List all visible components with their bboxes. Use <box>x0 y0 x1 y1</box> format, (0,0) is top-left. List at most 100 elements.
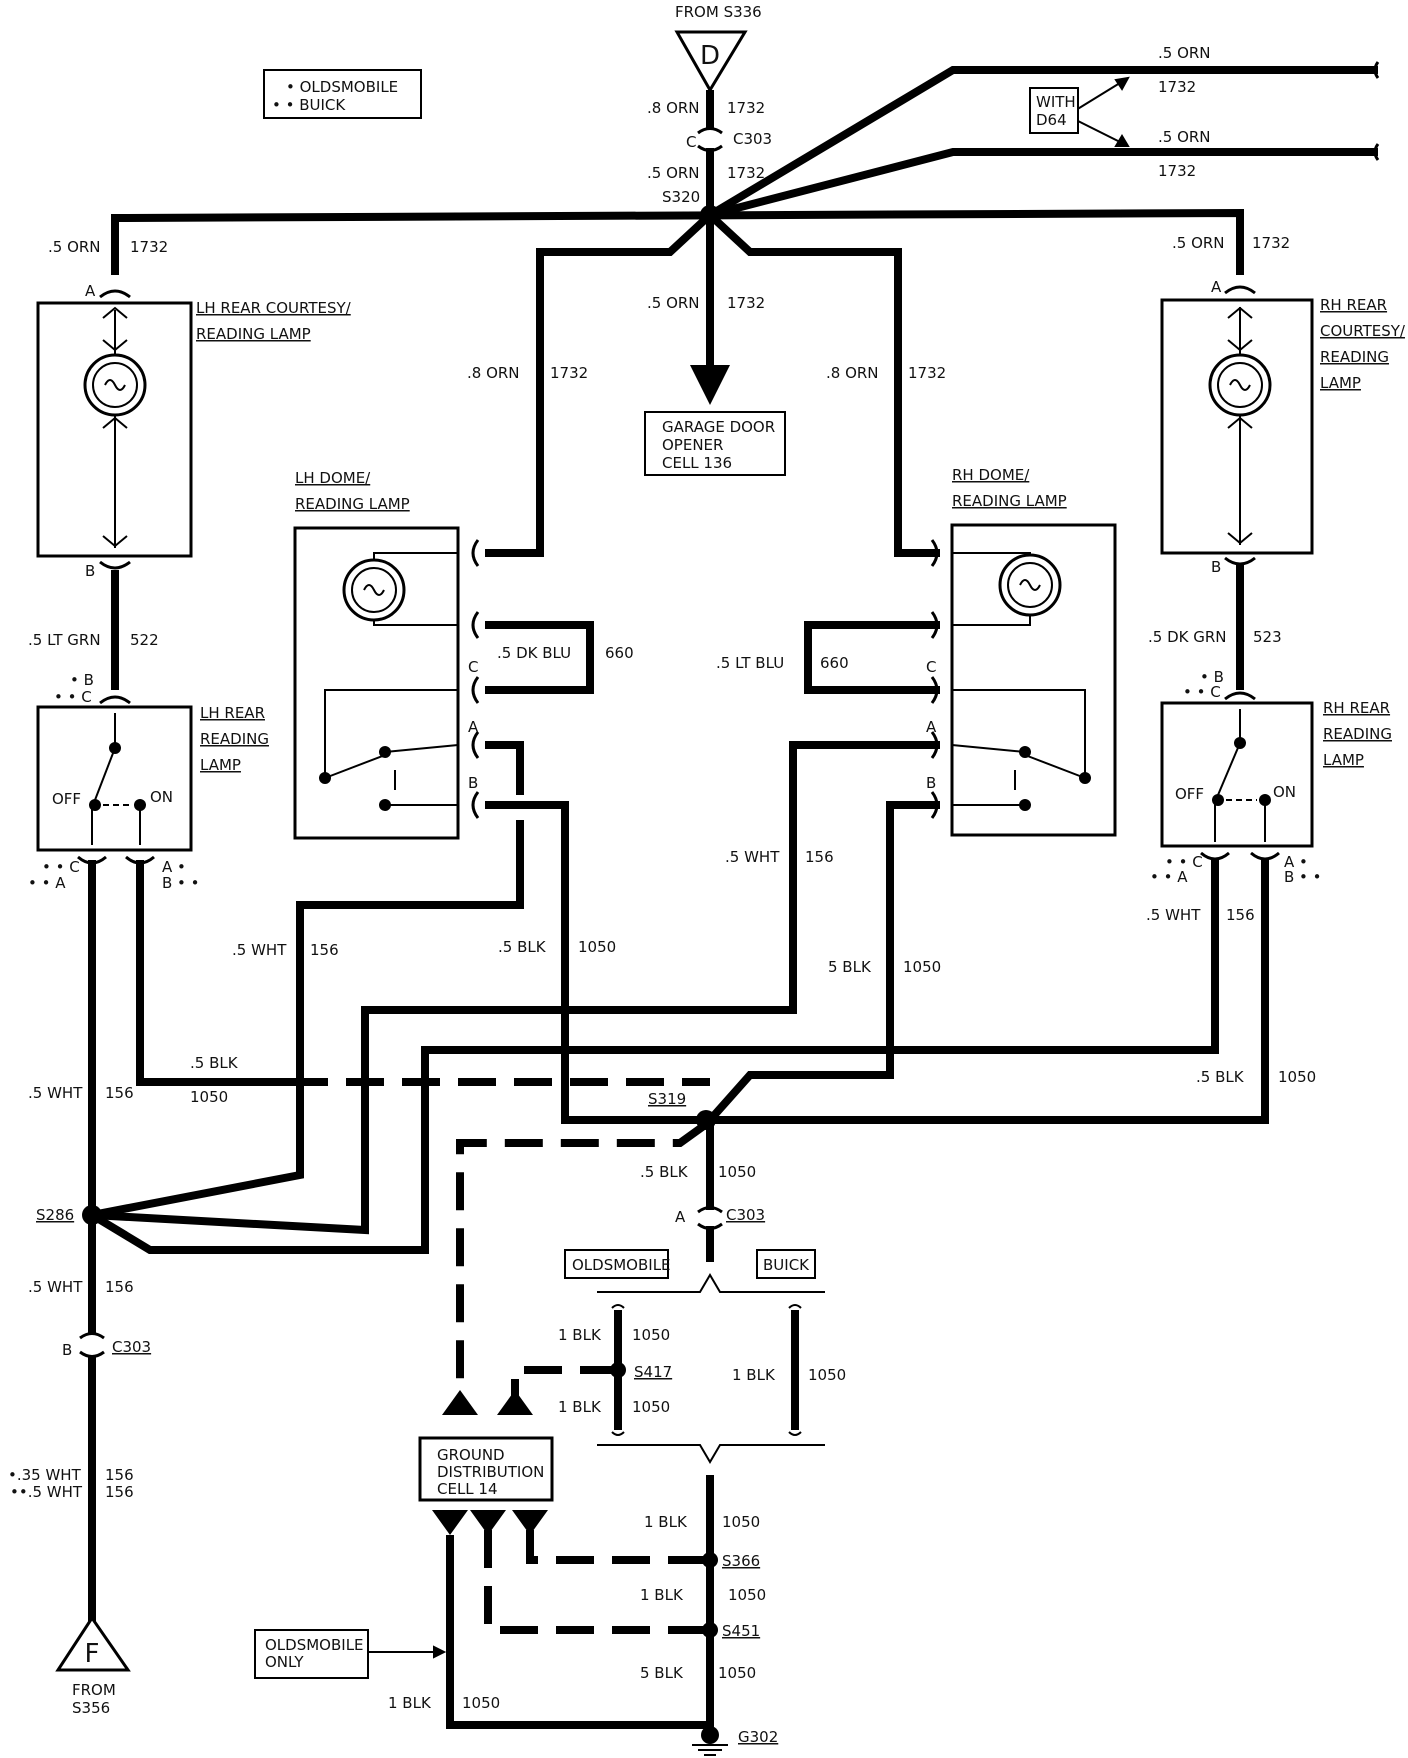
ground-dist-label: GROUND <box>437 1446 505 1464</box>
oldsmobile-box-label: OLDSMOBILE <box>572 1256 671 1274</box>
connector-c303-top <box>697 127 723 152</box>
rh-switch-left-pins: • • C <box>1165 853 1203 871</box>
wire-label: .5 WHT <box>1146 906 1201 924</box>
connector-c303-mid <box>697 1206 723 1230</box>
wires-dashed <box>290 1078 710 1634</box>
rh-dome-terminals <box>930 539 939 819</box>
circuit-label: 522 <box>130 631 159 649</box>
wire-label: .5 ORN <box>647 164 700 182</box>
pin-label: B <box>926 774 936 792</box>
label-boxes <box>254 69 1079 1679</box>
lh-rear-reading-switch <box>36 705 193 852</box>
wire-label: .5 DK GRN <box>1148 628 1227 646</box>
garage-arrow-icon <box>690 365 730 405</box>
wire-label: .5 WHT <box>232 941 287 959</box>
circuit-label: 1732 <box>727 99 765 117</box>
circuit-label: 1050 <box>718 1163 756 1181</box>
circuit-label: 523 <box>1253 628 1282 646</box>
wire-label: .5 DK BLU <box>497 644 571 662</box>
wire-660-rh <box>804 621 940 694</box>
rh-switch-right-pins: B • • <box>1284 868 1322 886</box>
pin-label: C <box>468 658 478 676</box>
wire-ground-s451 <box>484 1530 710 1634</box>
garage-door-label: GARAGE DOOR <box>662 418 775 436</box>
rh-switch-right-pins: A • <box>1284 853 1308 871</box>
d64-arrows <box>1075 76 1130 147</box>
circuit-label: 1050 <box>808 1366 846 1384</box>
circuit-label: 1050 <box>722 1513 760 1531</box>
wire-1050-rh-switch <box>710 860 1269 1124</box>
labels: FROM S336 D F FROM S356 • OLDSMOBILE • •… <box>8 3 1406 1746</box>
lh-switch-right-pins: A • <box>162 858 186 876</box>
wire-label: .5 ORN <box>1158 128 1211 146</box>
wire-label: .5 BLK <box>640 1163 689 1181</box>
splice-label: S366 <box>722 1552 760 1570</box>
wire-label: .8 ORN <box>467 364 520 382</box>
wires-solid <box>88 66 1378 1735</box>
wire-label: 1 BLK <box>558 1326 602 1344</box>
lh-switch-left-pins: • • C <box>42 858 80 876</box>
pin-label: A <box>675 1208 686 1226</box>
switch-off-label: OFF <box>1175 785 1204 803</box>
circuit-label: 1050 <box>462 1694 500 1712</box>
lh-switch-terminals <box>77 695 155 865</box>
pin-label: A <box>85 282 96 300</box>
lh-rear-reading-title: READING <box>200 730 269 748</box>
wire-1732-lh-dome <box>485 212 713 557</box>
splice-s417 <box>610 1362 626 1378</box>
circuit-label: 1050 <box>718 1664 756 1682</box>
wire-label: 1 BLK <box>640 1586 684 1604</box>
rh-switch-top-pins: • • C <box>1183 683 1221 701</box>
wire-label: .5 WHT <box>28 1084 83 1102</box>
wire-156-rh-dome <box>91 741 940 1235</box>
wire-label: 5 BLK <box>640 1664 684 1682</box>
wire-label: .5 LT BLU <box>716 654 784 672</box>
ground-dist-label: DISTRIBUTION <box>437 1463 544 1481</box>
olds-only-label: OLDSMOBILE <box>265 1636 364 1654</box>
wire-label: ••.5 WHT <box>10 1483 83 1501</box>
wire-1050-rh-dome <box>707 801 940 1123</box>
rh-switch-left-pins: • • A <box>1150 868 1188 886</box>
arrow-down-icon <box>512 1510 548 1535</box>
splice-label: S451 <box>722 1622 760 1640</box>
garage-door-label: CELL 136 <box>662 454 732 472</box>
rh-courtesy-terminals <box>1224 285 1256 566</box>
legend-buick: • • BUICK <box>272 96 346 114</box>
connector-f-letter: F <box>85 1639 100 1669</box>
circuit-label: 1732 <box>550 364 588 382</box>
wire-label: .5 BLK <box>498 938 547 956</box>
rh-rear-courtesy-title: READING <box>1320 348 1389 366</box>
arrow-up-icon <box>442 1390 478 1415</box>
lh-rear-reading-title: LAMP <box>200 756 241 774</box>
circuit-label: 1732 <box>727 294 765 312</box>
wire-label: .8 ORN <box>647 99 700 117</box>
lh-dome-title: READING LAMP <box>295 495 410 513</box>
circuit-label: 1732 <box>1158 78 1196 96</box>
circuit-label: 156 <box>105 1084 134 1102</box>
connector-label: C303 <box>733 130 772 148</box>
from-label: FROM <box>72 1681 116 1699</box>
rh-dome-lamp <box>950 523 1117 837</box>
arrow-down-icon <box>432 1510 468 1535</box>
pin-label: B <box>85 562 95 580</box>
wire-1732-d64-lower <box>708 148 1378 219</box>
wire-ground-s366 <box>526 1530 710 1564</box>
lh-dome-title: LH DOME/ <box>295 469 371 487</box>
connector-label: C303 <box>726 1206 765 1224</box>
circuit-label: 1050 <box>632 1398 670 1416</box>
circuit-label: 156 <box>105 1483 134 1501</box>
from-s356-connector <box>55 1615 131 1672</box>
splice-label: S319 <box>648 1090 686 1108</box>
splice-label: S286 <box>36 1206 74 1224</box>
ground-dist-label: CELL 14 <box>437 1480 498 1498</box>
from-s336-label: FROM S336 <box>675 3 762 21</box>
splice-g302 <box>701 1726 719 1744</box>
pin-label: A <box>468 718 479 736</box>
splice-s320 <box>700 205 720 225</box>
circuit-label: 1050 <box>728 1586 766 1604</box>
wire-label: .5 WHT <box>28 1278 83 1296</box>
circuit-label: 156 <box>105 1278 134 1296</box>
rh-rear-courtesy-title: RH REAR <box>1320 296 1387 314</box>
